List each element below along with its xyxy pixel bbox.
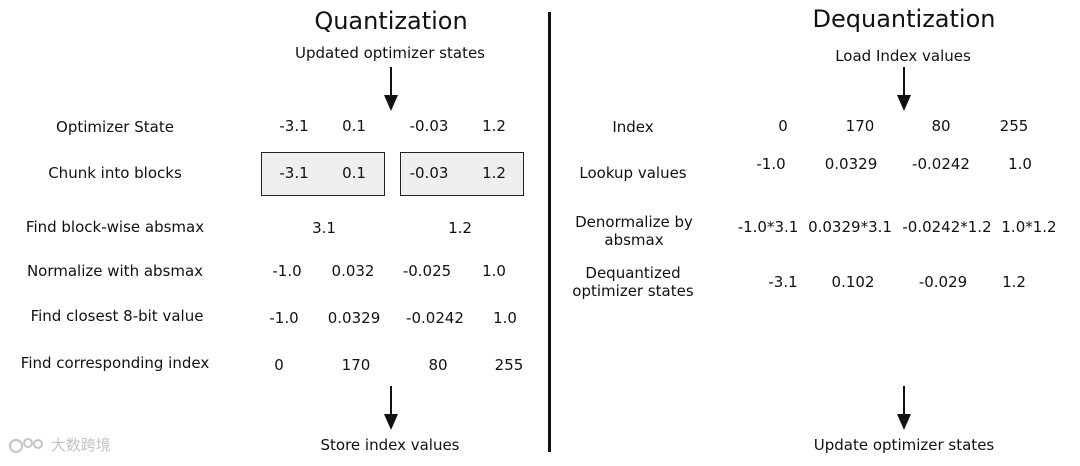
row-label-chunk-into-blocks: Chunk into blocks (48, 164, 182, 182)
value-cell: 1.0 (482, 262, 506, 280)
section-divider (548, 12, 551, 452)
value-cell: 1.0 (493, 309, 517, 327)
quantization-top-label: Updated optimizer states (295, 44, 485, 62)
value-cell: 255 (999, 117, 1029, 135)
value-cell: -0.0242 (406, 309, 464, 327)
row-label-normalize-with-absmax: Normalize with absmax (26, 262, 204, 280)
quantization-title: Quantization (314, 7, 468, 35)
row-label-optimizer-state: Optimizer State (56, 118, 174, 136)
value-cell: -3.1 (279, 117, 309, 135)
value-cell: 0.1 (342, 117, 366, 135)
watermark-logo-icon (9, 437, 43, 453)
value-cell: 3.1 (312, 219, 336, 237)
value-cell: 255 (494, 356, 524, 374)
value-cell: -1.0 (269, 309, 299, 327)
row-label-lookup-values: Lookup values (579, 164, 687, 182)
value-cell: -0.03 (409, 164, 449, 182)
value-cell: -1.0 (272, 262, 302, 280)
value-cell: -0.029 (918, 273, 968, 291)
dequantization-title: Dequantization (812, 5, 996, 33)
value-cell: 0 (778, 117, 788, 135)
dequantization-bottom-label: Update optimizer states (813, 436, 995, 454)
value-cell: 0.0329*3.1 (808, 218, 892, 236)
quantization-bottom-label: Store index values (320, 436, 460, 454)
row-label-denormalize-by-absmax: Denormalize by absmax (575, 213, 693, 249)
value-cell: -0.025 (402, 262, 452, 280)
row-label-find-block-wise-absmax: Find block-wise absmax (25, 218, 205, 236)
block-box-1 (261, 152, 385, 196)
value-cell: 0.0329 (824, 155, 878, 173)
value-cell: -0.0242 (912, 155, 970, 173)
value-cell: 0 (274, 356, 284, 374)
value-cell: -1.0*3.1 (737, 218, 799, 236)
value-cell: 1.2 (482, 117, 506, 135)
value-cell: -1.0 (756, 155, 786, 173)
watermark: 大数跨境 (8, 434, 111, 456)
value-cell: -0.03 (409, 117, 449, 135)
value-cell: 0.102 (831, 273, 875, 291)
block-box-2 (400, 152, 524, 196)
value-cell: 1.0*1.2 (1001, 218, 1057, 236)
value-cell: 80 (428, 356, 448, 374)
value-cell: 170 (845, 117, 875, 135)
value-cell: 0.0329 (327, 309, 381, 327)
value-cell: 170 (341, 356, 371, 374)
value-cell: -3.1 (768, 273, 798, 291)
value-cell: 0.032 (331, 262, 375, 280)
value-cell: 1.0 (1008, 155, 1032, 173)
value-cell: -0.0242*1.2 (902, 218, 992, 236)
row-label-find-closest-8-bit-value: Find closest 8-bit value (30, 307, 204, 325)
value-cell: 1.2 (482, 164, 506, 182)
row-label-dequantized-optimizer-states: Dequantized optimizer states (572, 264, 694, 300)
watermark-text: 大数跨境 (50, 436, 111, 454)
dequantization-top-label: Load Index values (835, 47, 971, 65)
value-cell: 0.1 (342, 164, 366, 182)
row-label-index: Index (612, 118, 654, 136)
row-label-find-corresponding-index: Find corresponding index (20, 354, 210, 372)
value-cell: 1.2 (448, 219, 472, 237)
value-cell: 80 (931, 117, 951, 135)
value-cell: -3.1 (279, 164, 309, 182)
value-cell: 1.2 (1002, 273, 1026, 291)
